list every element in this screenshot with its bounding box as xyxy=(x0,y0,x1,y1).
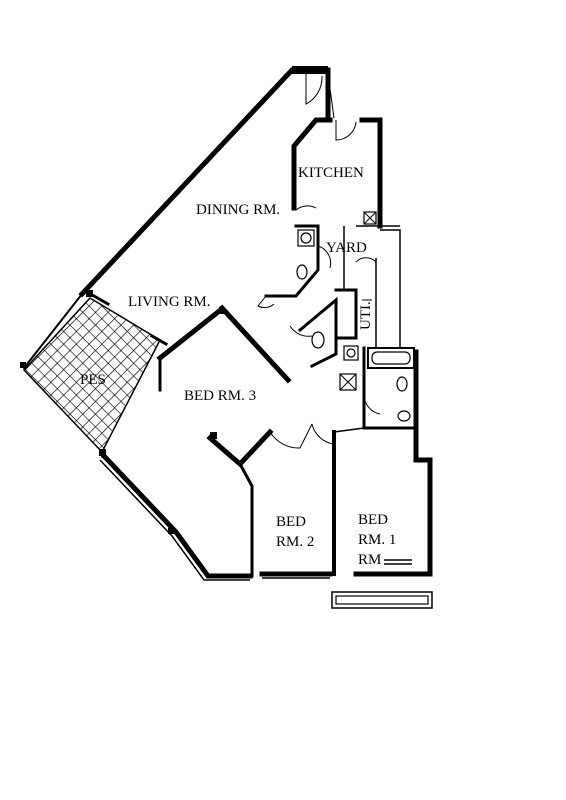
balcony-planter xyxy=(331,591,433,609)
label-living: LIVING RM. xyxy=(128,294,211,310)
label-bedroom-1-line1: BED xyxy=(358,512,388,528)
label-bedroom-1-line2: RM. 1 xyxy=(358,532,396,548)
label-kitchen: KITCHEN xyxy=(298,165,364,181)
bedroom-2-walls xyxy=(237,461,254,578)
label-uti: UTI. xyxy=(358,301,374,330)
label-bedroom-2-line1: BED xyxy=(276,514,306,530)
entrance-door xyxy=(292,66,335,119)
bedroom-3-walls xyxy=(156,304,313,468)
label-bedroom-1-line3: RM xyxy=(358,552,381,568)
dining-door xyxy=(295,205,317,211)
living-partition xyxy=(20,290,174,534)
washroom-center xyxy=(289,296,359,369)
label-bedroom-3: BED RM. 3 xyxy=(184,388,256,404)
label-dining: DINING RM. xyxy=(196,202,280,218)
label-bedroom-2-line2: RM. 2 xyxy=(276,534,314,550)
label-pes: PES xyxy=(80,372,106,388)
bedroom-1-walls xyxy=(311,423,365,576)
kitchen-door xyxy=(335,120,357,141)
washroom-small xyxy=(257,224,332,309)
label-yard: YARD xyxy=(326,240,367,256)
yard-uti xyxy=(334,226,377,348)
kitchen-fixtures xyxy=(356,211,400,227)
